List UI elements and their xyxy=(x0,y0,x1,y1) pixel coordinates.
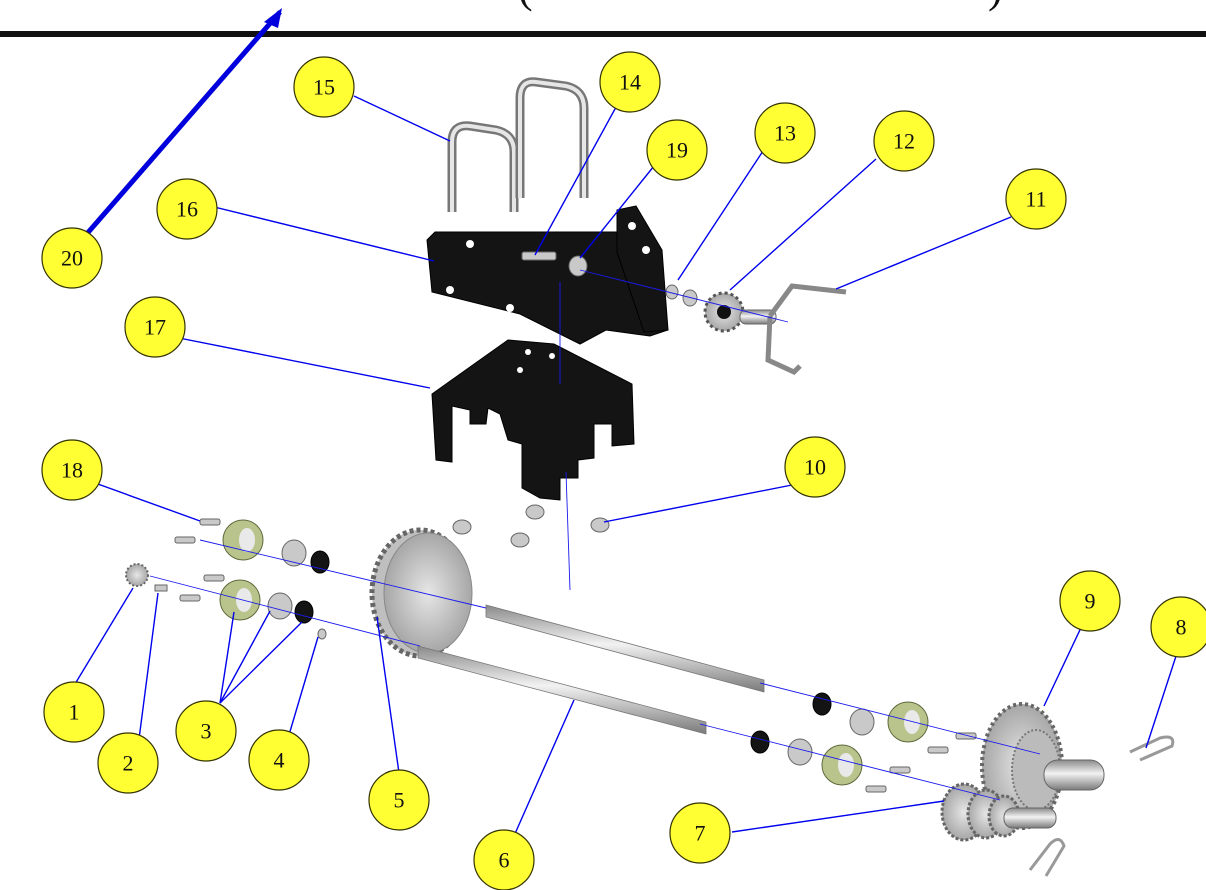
callout-9: 9 xyxy=(1059,570,1121,632)
leader-10 xyxy=(603,484,793,523)
leader-3a xyxy=(219,611,235,704)
leader-13 xyxy=(677,147,766,281)
callout-20: 20 xyxy=(41,227,103,289)
leader-16 xyxy=(197,202,435,262)
svg-text:10: 10 xyxy=(804,455,826,480)
callout-10: 10 xyxy=(784,436,846,498)
svg-text:11: 11 xyxy=(1025,187,1046,212)
leader-6 xyxy=(513,699,575,837)
bracket-bolt xyxy=(521,251,557,261)
callout-1: 1 xyxy=(43,681,105,743)
shaft-lower xyxy=(417,645,707,735)
u-bolt-rear xyxy=(515,77,589,198)
leader-20-arrowhead xyxy=(264,8,282,28)
svg-text:13: 13 xyxy=(774,121,796,146)
svg-text:1: 1 xyxy=(69,700,80,725)
leader-15 xyxy=(353,95,451,142)
callout-14: 14 xyxy=(599,51,661,113)
leader-7 xyxy=(731,800,945,833)
leader-3b xyxy=(219,610,271,704)
leader-4 xyxy=(285,636,319,746)
callout-6: 6 xyxy=(473,829,535,890)
parts xyxy=(125,77,1175,877)
svg-text:14: 14 xyxy=(619,70,641,95)
callout-12: 12 xyxy=(873,110,935,172)
callout-16: 16 xyxy=(156,178,218,240)
set-screws-left xyxy=(174,518,225,602)
lower-bracket xyxy=(431,339,635,501)
set-screw-4 xyxy=(317,628,327,640)
u-bolt-front xyxy=(447,121,519,212)
small-gear-left xyxy=(125,563,149,587)
svg-text:18: 18 xyxy=(61,458,83,483)
svg-text:8: 8 xyxy=(1176,615,1187,640)
small-sprocket xyxy=(703,291,745,333)
leader-14 xyxy=(534,97,622,256)
leader-2 xyxy=(138,592,159,740)
leader-19 xyxy=(579,160,659,259)
callout-17: 17 xyxy=(124,296,186,358)
callout-2: 2 xyxy=(97,732,159,794)
leader-18 xyxy=(83,478,201,522)
callout-18: 18 xyxy=(41,439,103,501)
leader-20 xyxy=(76,10,282,246)
crank-handle xyxy=(739,283,847,376)
svg-text:16: 16 xyxy=(176,197,198,222)
cassette-sprocket xyxy=(940,782,1057,842)
svg-text:5: 5 xyxy=(394,788,405,813)
callout-15: 15 xyxy=(293,56,355,118)
callout-11: 11 xyxy=(1005,168,1067,230)
washer-13a xyxy=(665,284,679,300)
svg-text:19: 19 xyxy=(666,138,688,163)
callout-19: 19 xyxy=(646,119,708,181)
svg-text:3: 3 xyxy=(201,719,212,744)
svg-text:7: 7 xyxy=(695,821,706,846)
svg-text:12: 12 xyxy=(893,129,915,154)
title-paren-close: ) xyxy=(988,0,1003,12)
svg-text:9: 9 xyxy=(1085,589,1096,614)
leader-8 xyxy=(1145,649,1179,749)
leader-3c xyxy=(219,621,303,704)
nuts xyxy=(452,504,610,548)
svg-text:20: 20 xyxy=(61,246,83,271)
washer-13b xyxy=(682,289,698,307)
header-rule xyxy=(0,31,1206,37)
callout-5: 5 xyxy=(368,769,430,831)
leader-5 xyxy=(376,616,401,781)
callout-7: 7 xyxy=(669,802,731,864)
callout-3: 3 xyxy=(175,700,237,762)
leader-lines xyxy=(74,8,1179,837)
callout-13: 13 xyxy=(754,102,816,164)
title-paren-open: ( xyxy=(518,0,533,12)
bracket-washer xyxy=(568,255,588,277)
shaft-upper xyxy=(485,604,765,693)
key xyxy=(154,584,168,592)
leader-11 xyxy=(835,216,1012,290)
svg-text:15: 15 xyxy=(313,75,335,100)
leader-17 xyxy=(168,335,431,389)
svg-text:17: 17 xyxy=(144,315,166,340)
cotter-pin-lower xyxy=(1028,838,1066,877)
upper-bracket xyxy=(426,205,669,345)
svg-text:2: 2 xyxy=(123,751,134,776)
leader-12 xyxy=(729,158,877,291)
collars-left xyxy=(219,519,330,624)
svg-text:6: 6 xyxy=(499,848,510,873)
right-hardware xyxy=(750,692,977,793)
svg-text:4: 4 xyxy=(274,748,285,773)
cotter-pin-upper xyxy=(1129,735,1175,762)
header: ( ) xyxy=(0,0,1206,37)
callouts: 1 2 3 4 5 6 7 8 9 10 11 12 13 14 15 16 1… xyxy=(41,51,1206,890)
assembly-axis-lines xyxy=(149,269,1041,801)
leader-1 xyxy=(74,587,134,685)
leader-9 xyxy=(1043,614,1088,707)
callout-8: 8 xyxy=(1150,596,1206,658)
callout-4: 4 xyxy=(248,729,310,791)
